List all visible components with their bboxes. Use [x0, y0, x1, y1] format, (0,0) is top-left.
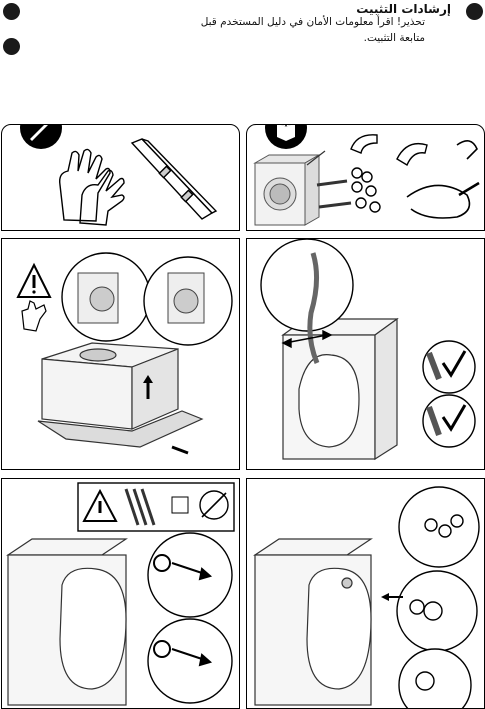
hose-check-circle: [422, 340, 476, 394]
warning-text: متابعة التثبيت.: [363, 32, 425, 44]
bullet-icon: [3, 38, 20, 55]
inlet-hose-illustration: [406, 140, 480, 219]
remove-bolts-panel: [1, 478, 240, 709]
warning-text: تحذير! اقرأ معلومات الأمان في دليل المست…: [200, 16, 425, 28]
hose-removal-panel: [246, 238, 485, 470]
detail-circle: [260, 239, 354, 332]
gloves-icon: [21, 300, 47, 332]
insert-caps-panel: [246, 478, 485, 709]
box-icon: [265, 125, 307, 149]
hose-hook-illustration: [350, 134, 428, 167]
bullet-icon: [466, 3, 483, 20]
spirit-level-illustration: [130, 138, 218, 220]
page-title: إرشادات التثبيت: [356, 2, 451, 16]
hose-check-circle: [422, 394, 476, 448]
warning-and-parts-box: [77, 482, 235, 532]
check-icon: [441, 404, 467, 432]
tools-panel: [1, 124, 240, 231]
gloves-illustration: [58, 148, 125, 226]
check-icon: [441, 350, 467, 378]
washer-rear-illustration: [6, 538, 128, 706]
washer-illustration: [253, 154, 321, 226]
detail-circle: [398, 648, 472, 708]
detail-circle: [147, 618, 233, 704]
washer-on-pallet-illustration: [37, 342, 204, 448]
package-contents-panel: [246, 124, 485, 231]
transport-bolts-illustration: [306, 150, 352, 209]
wrench-icon: [20, 125, 62, 149]
spacer-rings-illustration: [351, 167, 381, 213]
warning-triangle-icon: [16, 262, 52, 298]
unpacking-panel: [1, 238, 240, 470]
bullet-icon: [3, 3, 20, 20]
detail-circle: [147, 532, 233, 618]
washer-rear-illustration: [281, 317, 399, 461]
detail-circle: [398, 486, 480, 568]
washer-rear-illustration: [253, 538, 373, 706]
